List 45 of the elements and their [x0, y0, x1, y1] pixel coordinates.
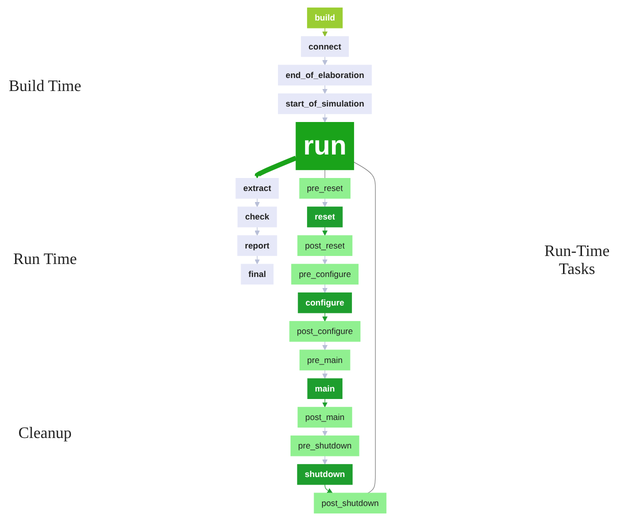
arrow: [254, 198, 260, 208]
node-box: post_main: [298, 406, 352, 428]
node-box: check: [238, 206, 277, 228]
bracket-label: Run-Time Tasks: [543, 242, 611, 278]
arrow: [322, 28, 328, 37]
node-box: end_of_elaboration: [278, 64, 372, 86]
node-box: final: [240, 264, 274, 285]
arrow: [254, 156, 297, 179]
arrow: [322, 398, 328, 408]
node-box: main: [307, 378, 342, 399]
arrow: [322, 56, 328, 66]
node-box: post_shutdown: [314, 492, 386, 514]
arrow: [322, 198, 328, 208]
bracket-label: Build Time: [8, 78, 82, 96]
node-box: start_of_simulation: [278, 93, 372, 114]
node-box: report: [237, 235, 278, 256]
node-box: shutdown: [297, 464, 353, 485]
node-box: reset: [307, 206, 343, 228]
arrow: [322, 113, 328, 123]
node-box: configure: [298, 292, 352, 314]
bracket-label: Run Time: [12, 251, 78, 270]
arrow: [254, 255, 260, 264]
arrow: [322, 255, 328, 264]
arrow: [322, 284, 328, 293]
node-box: pre_reset: [299, 178, 350, 199]
arrow: [322, 427, 328, 436]
arrow: [322, 370, 328, 379]
connector: [353, 162, 376, 494]
node-box: build: [307, 8, 343, 28]
arrow: [254, 226, 260, 236]
node-box: connect: [300, 36, 349, 57]
node-box: run: [296, 122, 354, 170]
bracket-label: Cleanup: [17, 425, 73, 444]
arrow: [322, 312, 328, 322]
node-box: pre_shutdown: [290, 436, 360, 456]
node-box: pre_main: [300, 350, 350, 370]
arrow: [322, 456, 328, 465]
node-box: post_configure: [289, 321, 360, 342]
arrow: [322, 84, 328, 94]
node-box: pre_configure: [291, 264, 359, 285]
arrow: [322, 341, 328, 350]
node-box: post_reset: [297, 235, 352, 256]
node-box: extract: [236, 178, 279, 199]
arrow: [322, 226, 328, 236]
arrow: [324, 484, 333, 494]
